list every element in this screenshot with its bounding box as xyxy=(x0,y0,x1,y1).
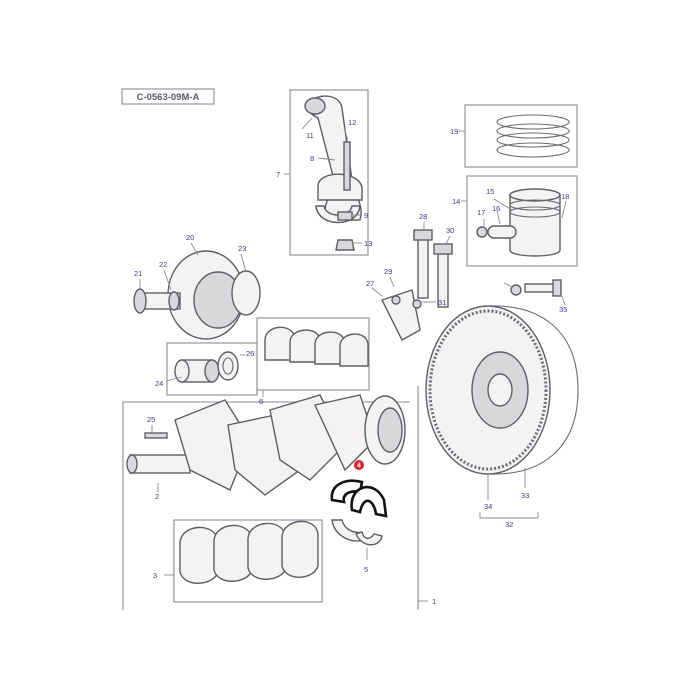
highlight-marker[interactable] xyxy=(354,460,364,470)
crank-gear-group: 24 26 xyxy=(155,342,258,396)
callout-27[interactable]: 28 xyxy=(419,212,427,221)
callout-26[interactable]: 27 xyxy=(366,279,374,288)
connecting-rod-group: 11 8 12 9 13 7 xyxy=(276,89,372,256)
piston-rings-group: 19 xyxy=(450,104,578,168)
callout-11[interactable]: 12 xyxy=(348,118,356,127)
callout-13[interactable]: 14 xyxy=(452,197,460,206)
callout-32[interactable]: 33 xyxy=(521,491,529,500)
thrust-washer-group: 4 xyxy=(330,460,388,518)
callout-24[interactable]: 25 xyxy=(147,415,155,424)
callout-28[interactable]: 29 xyxy=(384,267,392,276)
callout-3[interactable]: 3 xyxy=(153,571,157,580)
callout-10[interactable]: 11 xyxy=(306,131,314,140)
reference-code-box: C-0563-09M-A xyxy=(121,88,215,105)
callout-29[interactable]: 30 xyxy=(446,226,454,235)
callout-5[interactable]: 5 xyxy=(364,565,368,574)
callout-2[interactable]: 2 xyxy=(155,492,159,501)
bearing-bolts-group: 28 30 29 27 31 xyxy=(366,212,454,341)
reference-code: C-0563-09M-A xyxy=(137,92,200,103)
piston-group: 14 15 16 17 18 xyxy=(452,175,578,267)
callout-20[interactable]: 21 xyxy=(134,269,142,278)
callout-14[interactable]: 15 xyxy=(486,187,494,196)
callout-12[interactable]: 13 xyxy=(364,239,372,248)
flywheel-group: 35 34 33 32 xyxy=(425,279,579,529)
callout-34[interactable]: 35 xyxy=(559,305,567,314)
callout-15[interactable]: 16 xyxy=(492,204,500,213)
thrust-washer-outline-right[interactable] xyxy=(350,485,388,518)
callout-8[interactable]: 8 xyxy=(310,154,314,163)
callout-1[interactable]: 1 xyxy=(432,597,436,606)
callout-9[interactable]: 9 xyxy=(364,211,368,220)
callout-19[interactable]: 20 xyxy=(186,233,194,242)
callout-33[interactable]: 34 xyxy=(484,502,492,511)
callout-25[interactable]: 26 xyxy=(246,349,254,358)
callout-6[interactable]: 6 xyxy=(259,397,263,406)
crankshaft-group: 25 2 xyxy=(126,394,406,501)
upper-bearing-shells-group: 6 xyxy=(256,317,370,406)
lower-bearing-shells-group: 3 xyxy=(153,519,323,603)
callout-16[interactable]: 17 xyxy=(477,208,485,217)
callout-17[interactable]: 18 xyxy=(561,192,569,201)
callout-21[interactable]: 22 xyxy=(159,260,167,269)
callout-30[interactable]: 31 xyxy=(438,298,446,307)
callout-23[interactable]: 24 xyxy=(155,379,163,388)
callout-22[interactable]: 23 xyxy=(238,244,246,253)
callout-31[interactable]: 32 xyxy=(505,520,513,529)
pulley-group: 20 23 22 21 xyxy=(133,233,261,340)
callout-4[interactable]: 4 xyxy=(357,463,361,470)
callout-18[interactable]: 19 xyxy=(450,127,458,136)
lower-washer-group: 5 xyxy=(331,519,383,574)
callout-7[interactable]: 7 xyxy=(276,170,280,179)
